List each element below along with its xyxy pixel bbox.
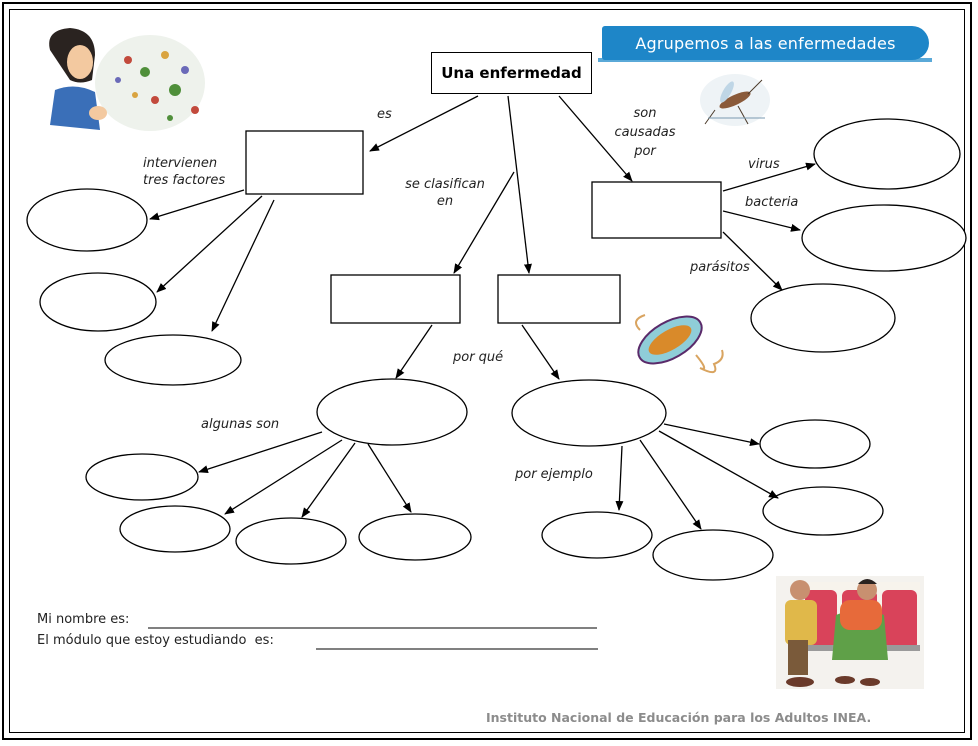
label-virus: virus — [748, 157, 780, 172]
connector-arrows — [149, 95, 816, 530]
example-right-3[interactable] — [759, 419, 871, 469]
example-left-1[interactable] — [85, 453, 199, 501]
module-label: El módulo que estoy estudiando es: — [37, 633, 274, 648]
banner-underline — [598, 58, 932, 62]
example-right-2[interactable] — [652, 529, 774, 581]
label-es: es — [377, 107, 392, 122]
example-right-1[interactable] — [541, 511, 653, 559]
inner-frame — [9, 9, 965, 733]
label-se-clasifican: se clasifican en — [405, 177, 485, 209]
box-definition[interactable] — [245, 130, 364, 195]
label-por-que: por qué — [453, 350, 504, 365]
type-ellipse-left[interactable] — [316, 378, 468, 446]
name-label: Mi nombre es: — [37, 612, 130, 627]
label-algunas-son: algunas son — [201, 417, 280, 432]
label-son-causadas: son causadas por — [614, 106, 676, 159]
box-classification-2[interactable] — [497, 274, 621, 324]
person-sneezing-germs-illustration — [49, 28, 205, 131]
parasites-ellipse[interactable] — [750, 283, 896, 353]
footer-institution: Instituto Nacional de Educación para los… — [486, 710, 872, 725]
mosquito-illustration — [700, 74, 770, 126]
factor-ellipse-3[interactable] — [104, 334, 242, 386]
example-left-3[interactable] — [235, 517, 347, 565]
banner-title: Agrupemos a las enfermedades — [602, 26, 929, 60]
box-classification-1[interactable] — [330, 274, 461, 324]
bacterium-illustration — [635, 314, 724, 374]
example-left-4[interactable] — [358, 513, 472, 561]
label-bacteria: bacteria — [745, 195, 799, 210]
bacteria-ellipse[interactable] — [801, 204, 967, 272]
label-parasitos: parásitos — [690, 260, 750, 275]
example-left-2[interactable] — [119, 505, 231, 553]
virus-ellipse[interactable] — [813, 118, 961, 190]
factor-ellipse-1[interactable] — [26, 188, 148, 252]
box-causes[interactable] — [591, 181, 722, 239]
main-concept-box: Una enfermedad — [431, 52, 592, 94]
label-intervienen: intervienen tres factores — [143, 156, 226, 188]
example-right-4[interactable] — [762, 486, 884, 536]
type-ellipse-right[interactable] — [511, 379, 667, 447]
factor-ellipse-2[interactable] — [39, 272, 157, 332]
people-waiting-room-illustration — [776, 576, 924, 689]
label-por-ejemplo: por ejemplo — [515, 467, 593, 482]
